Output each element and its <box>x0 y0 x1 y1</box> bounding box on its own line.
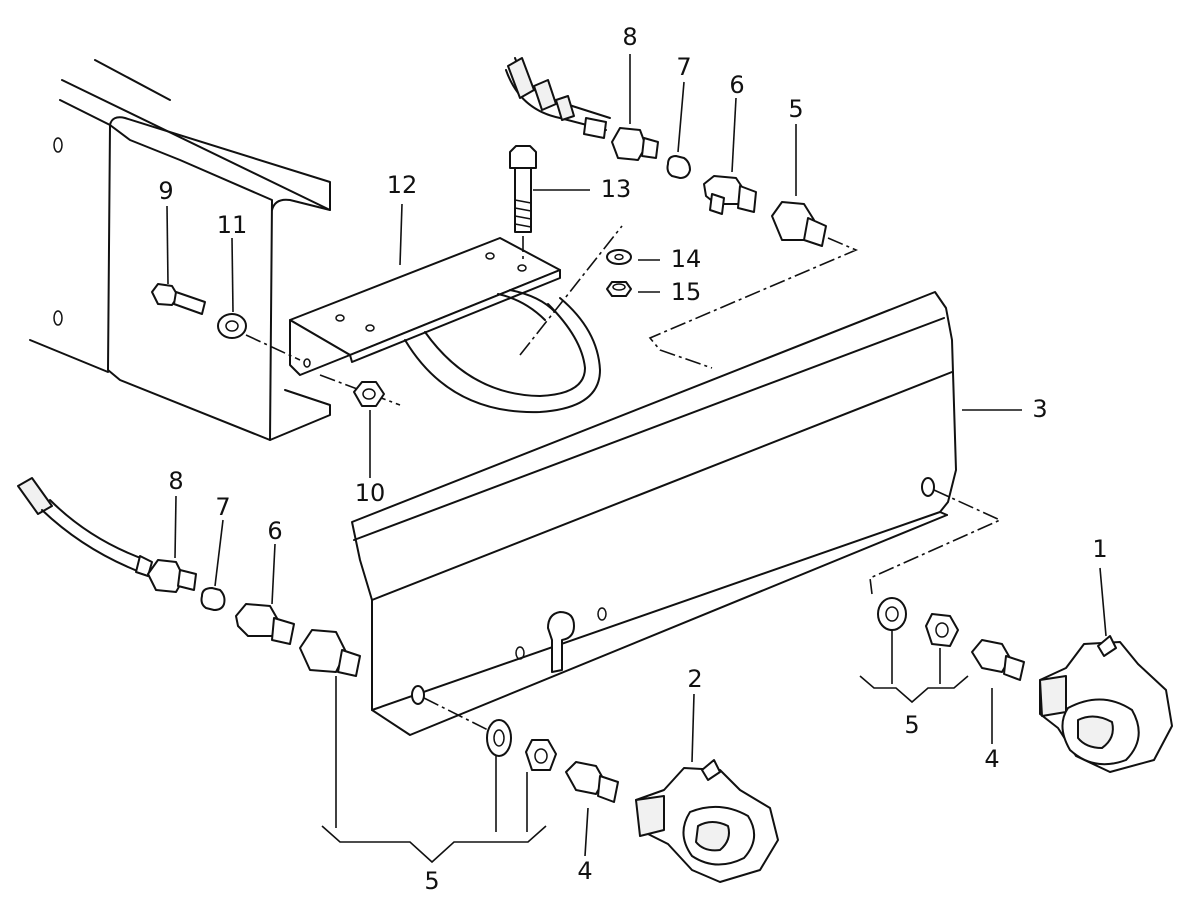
callout-9: 9 <box>158 177 173 205</box>
lower-right-routing <box>869 489 1002 595</box>
bolt-9 <box>151 283 206 315</box>
callout-13: 13 <box>601 175 632 203</box>
fitting-4-lower-right <box>971 639 1025 681</box>
callout-2: 2 <box>687 665 702 693</box>
mounting-plate <box>351 291 957 736</box>
lower-left-routing <box>423 697 501 737</box>
bracket <box>289 237 561 376</box>
coupling-head-2 <box>635 759 779 883</box>
callout-5-upper: 5 <box>788 95 803 123</box>
callout-6-upper: 6 <box>729 71 744 99</box>
callout-8-upper: 8 <box>622 23 637 51</box>
callout-5-right: 5 <box>904 711 919 739</box>
nut-lower-right <box>925 613 959 647</box>
nut-10 <box>353 381 385 407</box>
fitting-8-upper <box>611 127 659 161</box>
callout-7-upper: 7 <box>676 53 691 81</box>
fitting-7-lower <box>200 587 226 611</box>
upper-routing <box>648 237 859 369</box>
callout-4-left: 4 <box>577 857 592 885</box>
callout-6-lower: 6 <box>267 517 282 545</box>
coupling-head-1 <box>1039 635 1173 773</box>
washer-11 <box>217 313 247 339</box>
fitting-5-lower <box>299 629 361 677</box>
fitting-8-lower <box>147 559 197 593</box>
washer-lower-left <box>486 719 512 757</box>
callout-1: 1 <box>1092 535 1107 563</box>
callout-8-lower: 8 <box>168 467 183 495</box>
callout-11: 11 <box>217 211 248 239</box>
leader-lines <box>166 54 1107 864</box>
callout-15: 15 <box>671 278 702 306</box>
callout-7-lower: 7 <box>215 493 230 521</box>
ubolt-axis <box>519 225 623 356</box>
fitting-6-lower <box>235 603 295 645</box>
callout-4-right: 4 <box>984 745 999 773</box>
frame-rail <box>29 59 331 441</box>
lower-hose <box>17 477 153 577</box>
callout-12: 12 <box>387 171 418 199</box>
nut-lower-left <box>525 739 557 771</box>
fitting-4-lower-left <box>565 761 619 803</box>
u-bolt <box>404 289 601 414</box>
callout-3: 3 <box>1032 395 1047 423</box>
nut-15 <box>606 281 632 297</box>
washer-lower-right <box>877 597 907 631</box>
washer-14 <box>606 249 632 265</box>
callout-14: 14 <box>671 245 702 273</box>
bolt-13 <box>509 145 537 233</box>
fitting-6-upper <box>703 175 757 215</box>
callout-5-left: 5 <box>424 867 439 895</box>
upper-hose <box>505 57 611 139</box>
callout-numbers: 8 7 6 5 12 13 14 15 9 11 10 3 8 7 6 1 2 … <box>158 23 1107 895</box>
fitting-5-upper <box>771 201 827 247</box>
callout-10: 10 <box>355 479 386 507</box>
fitting-7-upper <box>666 155 691 179</box>
